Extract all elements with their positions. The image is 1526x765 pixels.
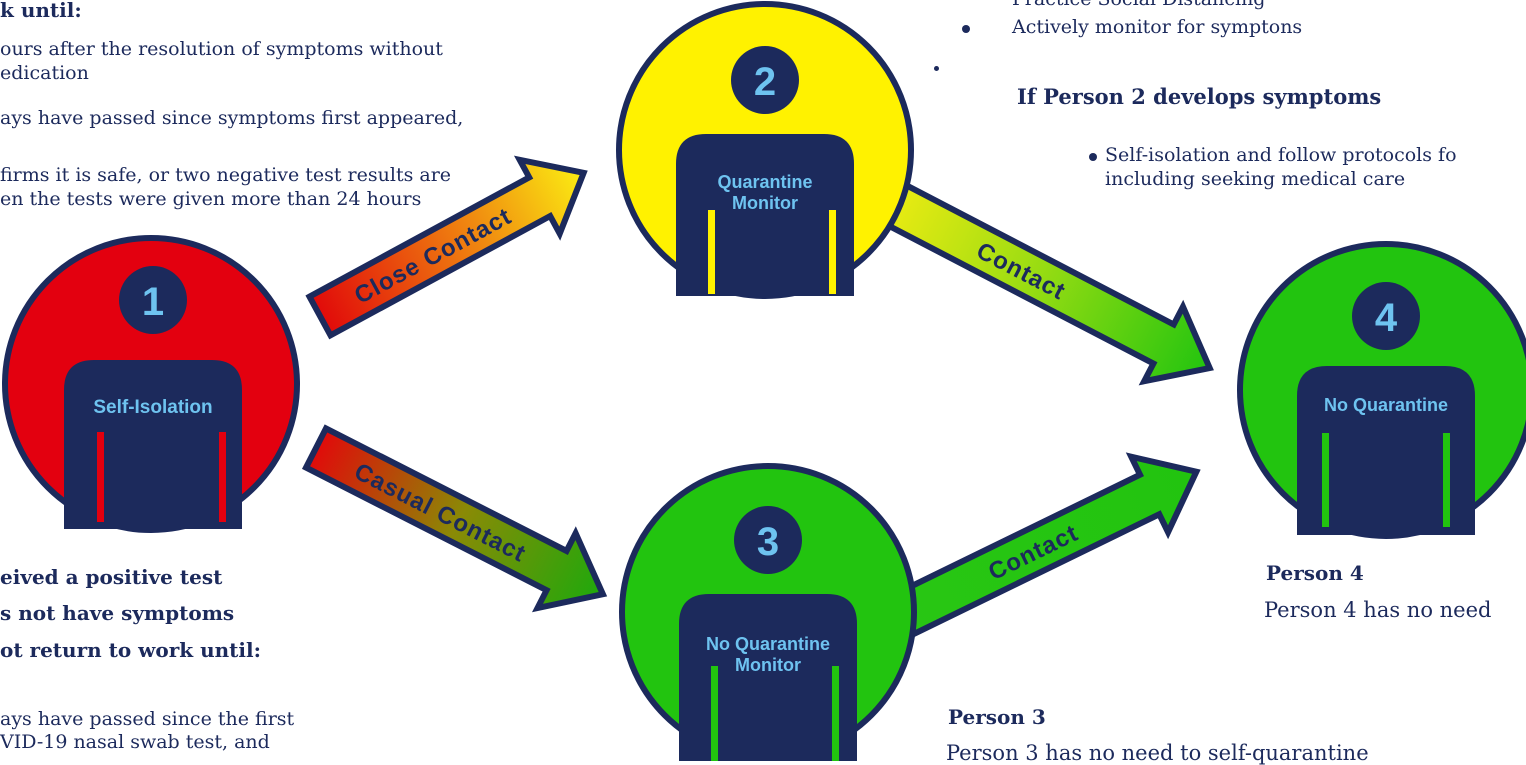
person-2-sub-line-1: Self-isolation and follow protocols fo: [1105, 144, 1457, 166]
person-4-number: 4: [1375, 296, 1398, 340]
person-1-top-line-5: en the tests were given more than 24 hou…: [0, 188, 422, 210]
person-4-body: Person 4 has no need: [1264, 598, 1492, 622]
person-2-sub-line-2: including seeking medical care: [1105, 168, 1406, 190]
person-3-number: 3: [757, 520, 779, 564]
person-3-label-line1: No Quarantine: [706, 634, 830, 654]
person-1-top-heading: k until:: [0, 0, 82, 22]
person-3-body: Person 3 has no need to self-quarantine: [946, 741, 1369, 765]
bullet-icon: [934, 66, 939, 71]
person-2-icon: 2 Quarantine Monitor: [616, 1, 914, 299]
person-2-label-line1: Quarantine: [717, 172, 812, 192]
person-1-top-line-2: edication: [0, 62, 89, 84]
person-3-heading: Person 3: [948, 705, 1046, 729]
person-4-heading: Person 4: [1266, 561, 1364, 585]
person-2-number: 2: [754, 60, 776, 104]
bullet-icon: [962, 25, 970, 33]
person-1-number: 1: [142, 280, 164, 324]
person-1-label: Self-Isolation: [93, 397, 212, 418]
person-1-bottom-body-1: ays have passed since the first: [0, 708, 295, 730]
person-4-icon: 4 No Quarantine: [1237, 241, 1526, 539]
casual-contact-arrow: Casual Contact: [301, 424, 608, 613]
bullet-icon: [1089, 153, 1097, 161]
person-3-icon: 3 No Quarantine Monitor: [619, 463, 917, 761]
person-1-top-line-1: ours after the resolution of symptoms wi…: [0, 38, 443, 60]
person-2-list-item: Actively monitor for symptons: [1012, 16, 1303, 38]
person-1-bottom-line-1: eived a positive test: [0, 565, 223, 589]
person-1-top-line-4: firms it is safe, or two negative test r…: [0, 164, 452, 186]
close-contact-label: Close Contact: [350, 203, 516, 310]
person-4-label: No Quarantine: [1324, 395, 1448, 415]
person-1-icon: 1 Self-Isolation: [2, 235, 300, 533]
person-1-bottom-line-3: ot return to work until:: [0, 638, 261, 662]
casual-contact-label: Casual Contact: [350, 458, 530, 568]
person-1-bottom-line-2: s not have symptoms: [0, 601, 235, 625]
person-3-label-line2: Monitor: [735, 655, 801, 675]
person-2-label-line2: Monitor: [732, 193, 798, 213]
person-2-list-partial: Practice Social Distancing: [1012, 0, 1265, 11]
person-2-if-heading: If Person 2 develops symptoms: [1017, 84, 1382, 109]
person-1-top-line-3: ays have passed since symptoms first app…: [0, 107, 464, 129]
person-1-bottom-body-2: VID-19 nasal swab test, and: [0, 731, 270, 753]
contact-lower-arrow: Contact: [866, 452, 1201, 650]
